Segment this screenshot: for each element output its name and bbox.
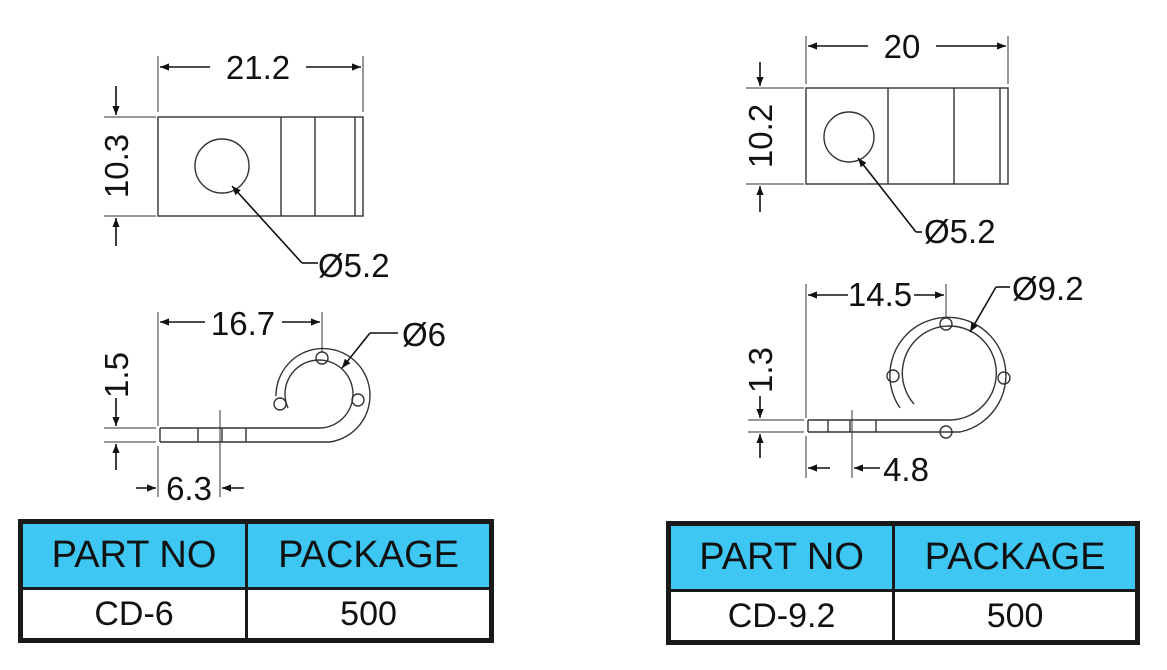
left-mount-hole [194,138,250,194]
right-reach-label: 14.5 [848,276,912,313]
left-width-dimension: 21.2 [157,49,364,112]
left-tab-dimension: 6.3 [136,410,244,507]
right-tab-dimension: 4.8 [805,410,929,488]
right-mount-hole [823,111,875,163]
left-top-view [157,116,364,217]
right-side-view [807,316,1011,439]
left-thickness-dimension: 1.5 [98,352,156,470]
package-cell: 500 [892,589,1139,644]
left-height-dimension: 10.3 [98,86,156,246]
right-thickness-label: 1.3 [742,347,779,393]
left-thickness-label: 1.5 [98,352,135,398]
part-table-cd6: PART NO PACKAGE CD-6 500 [18,519,494,643]
right-width-label: 20 [884,28,921,65]
left-loop-callout: Ø6 [341,316,446,369]
right-thickness-dimension: 1.3 [742,347,804,458]
right-hole-callout: Ø5.2 [857,157,996,250]
right-tab-label: 4.8 [883,451,929,488]
left-hole-callout: Ø5.2 [231,185,390,284]
right-top-view [805,87,1009,185]
left-tab-label: 6.3 [166,470,212,507]
right-height-dimension: 10.2 [742,62,804,212]
left-hole-label: Ø5.2 [318,247,390,284]
left-side-view [159,347,371,443]
part-no-cell: CD-6 [18,587,249,642]
left-reach-dimension: 16.7 [157,305,323,426]
left-reach-label: 16.7 [211,305,275,342]
left-width-label: 21.2 [226,49,290,86]
right-hole-label: Ø5.2 [924,213,996,250]
right-loop-label: Ø9.2 [1012,270,1084,307]
package-cell: 500 [245,587,493,642]
part-no-cell: CD-9.2 [666,589,896,644]
right-loop-callout: Ø9.2 [969,270,1084,333]
part-no-header: PART NO [18,520,249,590]
left-loop-label: Ø6 [402,316,446,353]
right-width-dimension: 20 [805,28,1009,84]
package-header: PACKAGE [892,522,1139,592]
right-height-label: 10.2 [742,104,779,168]
part-no-header: PART NO [666,522,896,592]
right-reach-dimension: 14.5 [805,276,947,418]
left-height-label: 10.3 [98,134,135,198]
package-header: PACKAGE [245,520,493,590]
part-table-cd92: PART NO PACKAGE CD-9.2 500 [666,521,1140,645]
